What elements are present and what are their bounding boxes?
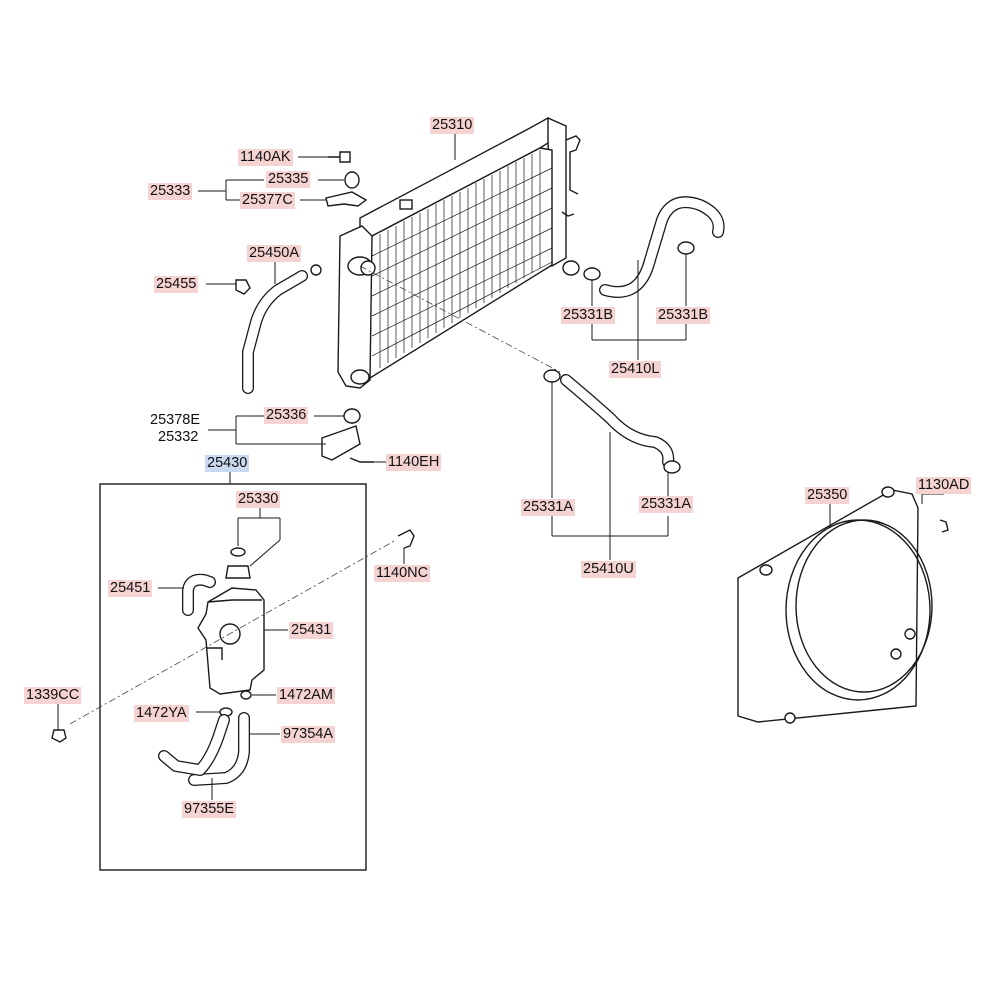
leader-lines [57, 134, 944, 800]
label-25431[interactable]: 25431 [289, 622, 334, 639]
small-parts-bottom [321, 408, 374, 463]
label-25451[interactable]: 25451 [108, 580, 153, 597]
upper-hose [583, 196, 725, 298]
label-25333[interactable]: 25333 [148, 183, 193, 200]
label-25331A-right[interactable]: 25331A [639, 496, 693, 513]
small-parts-top [235, 151, 368, 295]
label-25450A[interactable]: 25450A [247, 245, 301, 262]
label-97354A[interactable]: 97354A [281, 726, 335, 743]
label-25410L[interactable]: 25410L [609, 361, 662, 378]
label-25332[interactable]: 25332 [158, 429, 199, 445]
label-25331B-left[interactable]: 25331B [561, 307, 615, 324]
lower-hose [543, 369, 681, 474]
label-1140EH[interactable]: 1140EH [386, 454, 442, 471]
label-1140NC[interactable]: 1140NC [374, 565, 431, 582]
reservoir-frame [99, 483, 367, 871]
label-25310[interactable]: 25310 [430, 117, 475, 134]
label-25331B-right[interactable]: 25331B [656, 307, 710, 324]
label-25350[interactable]: 25350 [805, 487, 850, 504]
label-25336[interactable]: 25336 [264, 407, 309, 424]
reservoir-tank [51, 529, 415, 743]
label-1140AK[interactable]: 1140AK [238, 149, 293, 166]
fan-shroud [737, 486, 949, 724]
label-25378E[interactable]: 25378E [150, 412, 200, 428]
reservoir-hoses [158, 712, 250, 786]
label-1472YA[interactable]: 1472YA [134, 705, 189, 722]
label-25377C[interactable]: 25377C [240, 192, 295, 209]
label-25330[interactable]: 25330 [236, 491, 281, 508]
label-1472AM[interactable]: 1472AM [277, 687, 336, 704]
label-1130AD[interactable]: 1130AD [916, 477, 972, 494]
label-25455[interactable]: 25455 [154, 276, 199, 293]
radiator [337, 116, 581, 389]
label-25410U[interactable]: 25410U [581, 561, 636, 578]
label-25331A-left[interactable]: 25331A [521, 499, 575, 516]
label-1339CC[interactable]: 1339CC [24, 687, 82, 704]
label-25335[interactable]: 25335 [266, 171, 311, 188]
label-25430[interactable]: 25430 [205, 455, 250, 472]
label-97355E[interactable]: 97355E [182, 801, 236, 818]
overflow-hose [242, 264, 322, 394]
